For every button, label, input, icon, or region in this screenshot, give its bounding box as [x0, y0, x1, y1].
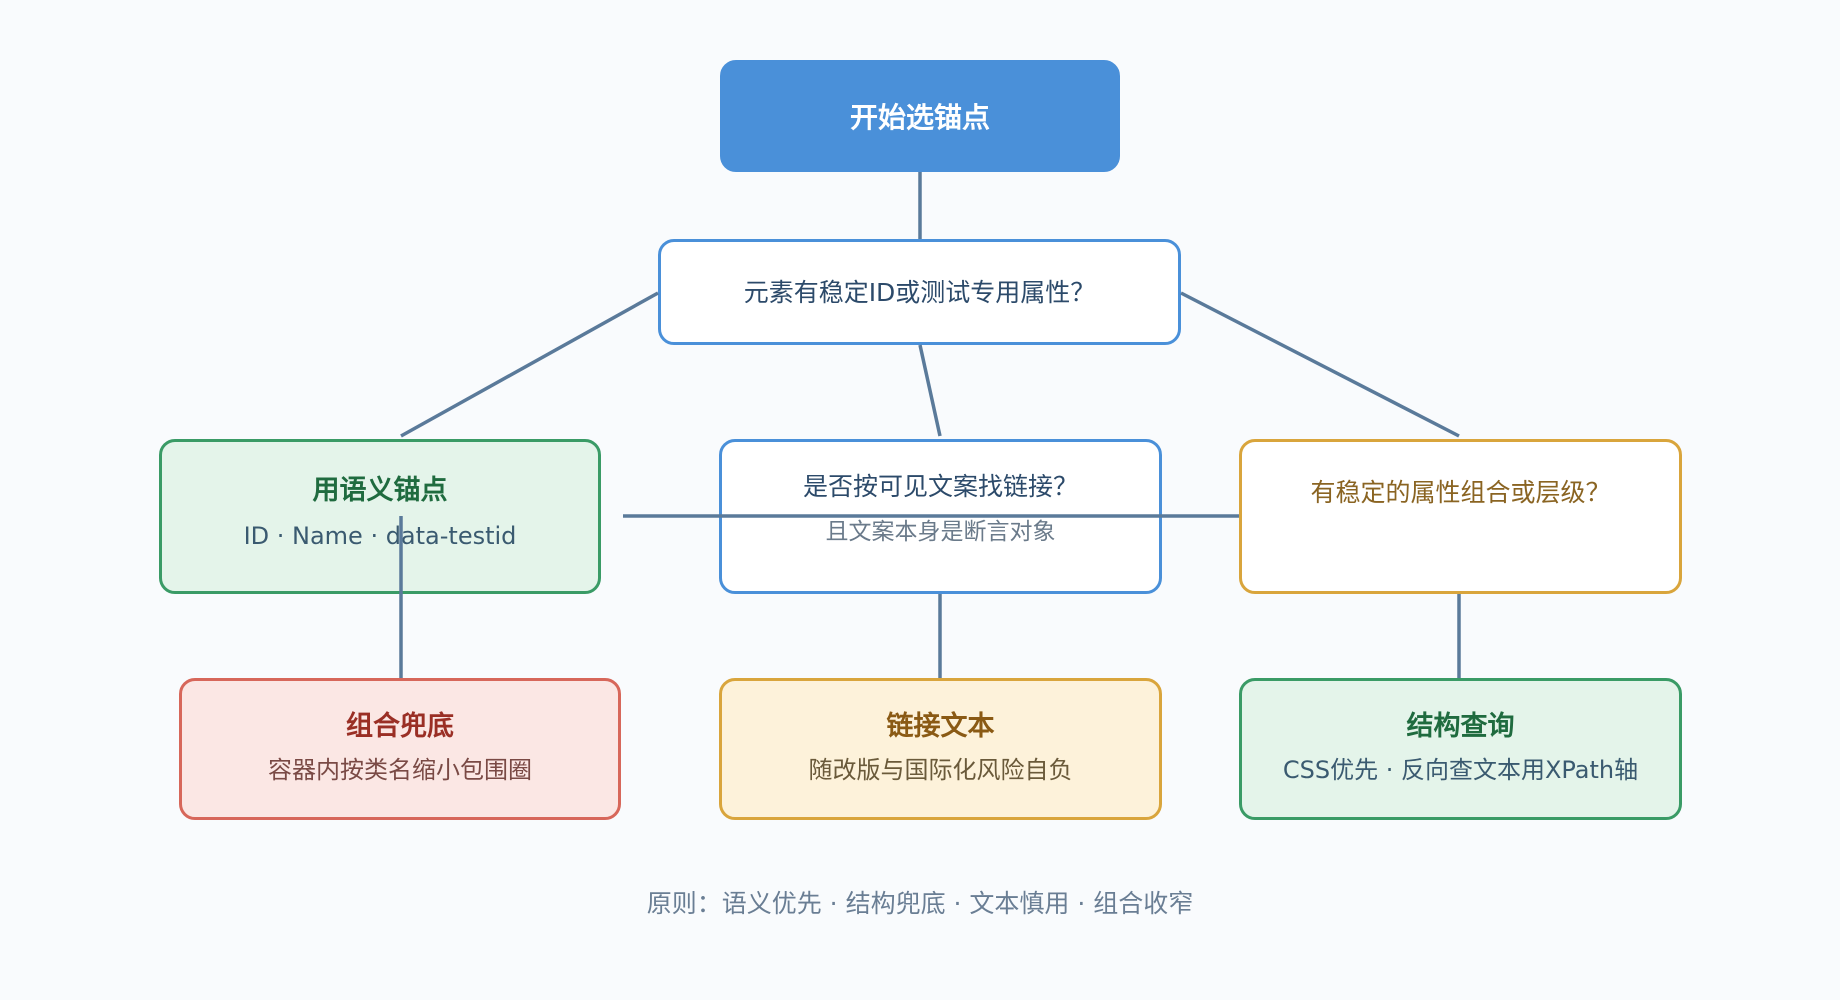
semantic-anchor-subtitle: ID · Name · data-testid [243, 522, 517, 550]
principle-footer: 原则：语义优先 · 结构兜底 · 文本慎用 · 组合收窄 [646, 889, 1194, 918]
decision-stable-id-node: 元素有稳定ID或测试专用属性？ [658, 239, 1181, 345]
start-node: 开始选锚点 [720, 60, 1120, 172]
decision-link-text-question: 是否按可见文案找链接？ [802, 472, 1078, 501]
combo-fallback-title: 组合兜底 [346, 711, 454, 742]
link-text-subtitle: 随改版与国际化风险自负 [808, 756, 1073, 784]
structure-query-subtitle: CSS优先 · 反向查文本用XPath轴 [1282, 756, 1639, 784]
link-text-node: 链接文本 随改版与国际化风险自负 [719, 678, 1162, 820]
start-node-title: 开始选锚点 [849, 101, 990, 134]
decision-stable-id-text: 元素有稳定ID或测试专用属性？ [743, 278, 1096, 307]
semantic-anchor-node: 用语义锚点 ID · Name · data-testid [159, 439, 601, 594]
connector-q1-to-q3 [1180, 291, 1460, 438]
decision-link-text-subtitle: 且文案本身是断言对象 [825, 519, 1056, 545]
decision-attribute-combo-node: 有稳定的属性组合或层级？ [1239, 439, 1682, 594]
decision-attribute-combo-text: 有稳定的属性组合或层级？ [1310, 478, 1611, 507]
structure-query-node: 结构查询 CSS优先 · 反向查文本用XPath轴 [1239, 678, 1682, 820]
semantic-anchor-title: 用语义锚点 [312, 475, 448, 506]
connector-q1-to-semantic [400, 291, 659, 438]
combo-fallback-node: 组合兜底 容器内按类名缩小包围圈 [179, 678, 621, 820]
link-text-title: 链接文本 [886, 711, 995, 742]
connector-q1-to-q2 [918, 344, 942, 437]
decision-link-text-node: 是否按可见文案找链接？ 且文案本身是断言对象 [719, 439, 1162, 594]
structure-query-title: 结构查询 [1406, 711, 1515, 742]
combo-fallback-subtitle: 容器内按类名缩小包围圈 [268, 756, 532, 784]
